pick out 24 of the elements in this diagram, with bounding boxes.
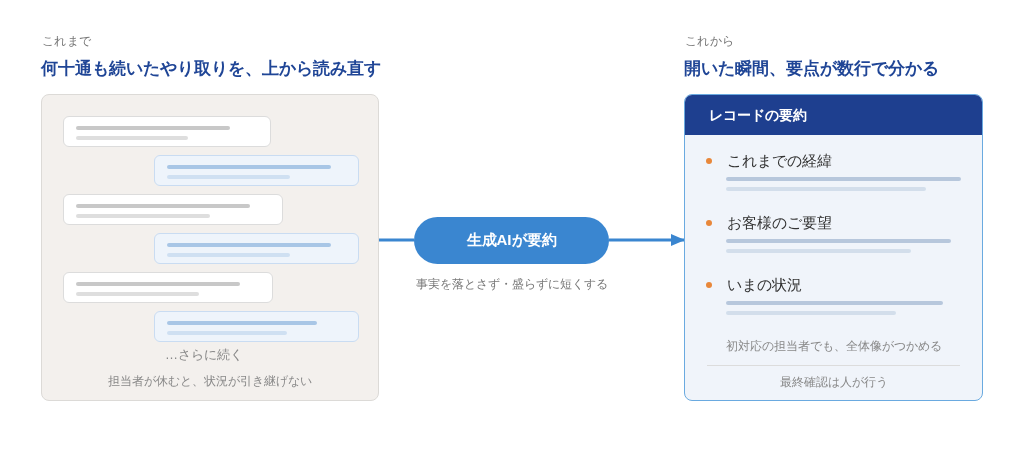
process-caption: 事実を落とさず・盛らずに短くする xyxy=(414,276,609,293)
review-note: 最終確認は人が行う xyxy=(778,374,889,391)
summary-item: いまの状況 xyxy=(727,275,802,295)
message-thread-panel xyxy=(41,94,379,401)
card-title: レコードの要約 xyxy=(709,105,807,125)
customer-message-bubble xyxy=(63,194,283,225)
process-label: 生成AIが要約 xyxy=(466,230,557,251)
summary-item: これまでの経緯 xyxy=(727,151,832,171)
problem-note: 担当者が休むと、状況が引き継げない xyxy=(107,373,313,390)
process-pill xyxy=(414,217,609,264)
reply-message-bubble xyxy=(154,311,359,342)
arrow xyxy=(609,234,685,246)
customer-message-bubble xyxy=(63,272,273,303)
reply-message-bubble xyxy=(154,155,359,186)
continuation-note: …さらに続く xyxy=(164,346,244,364)
section-heading: 開いた瞬間、要点が数行で分かる xyxy=(684,58,939,80)
benefit-note: 初対応の担当者でも、全体像がつかめる xyxy=(724,338,943,355)
summary-item: お客様のご要望 xyxy=(727,213,832,233)
customer-message-bubble xyxy=(63,116,271,147)
reply-message-bubble xyxy=(154,233,359,264)
section-label: これから xyxy=(685,33,735,50)
section-label: これまで xyxy=(42,33,92,50)
summary-card xyxy=(684,94,983,401)
section-heading: 何十通も続いたやり取りを、上から読み直す xyxy=(41,58,381,80)
